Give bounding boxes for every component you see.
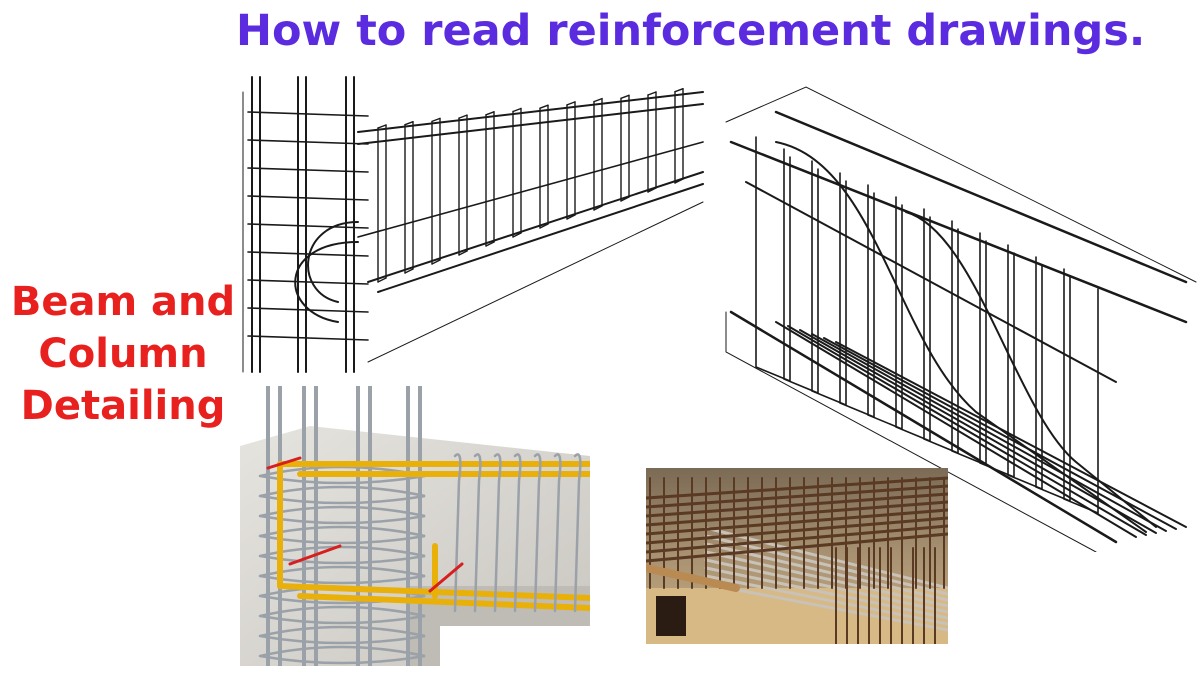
beam-column-junction-sketch [238,72,708,375]
side-label-line-1: Beam and [10,279,236,325]
beam-column-3d-render [240,386,590,666]
junction-sketch-drawing [242,76,704,373]
render-image [240,386,590,666]
beam-cage-drawing [725,86,1197,552]
site-photo-image [646,468,948,644]
page-title: How to read reinforcement drawings. [236,6,1146,56]
side-label-line-3: Detailing [20,383,226,429]
side-label-line-2: Column [38,331,208,377]
beam-cage-sketch [716,82,1200,552]
side-label: Beam and Column Detailing [4,276,242,432]
site-rebar-photo [646,468,948,644]
